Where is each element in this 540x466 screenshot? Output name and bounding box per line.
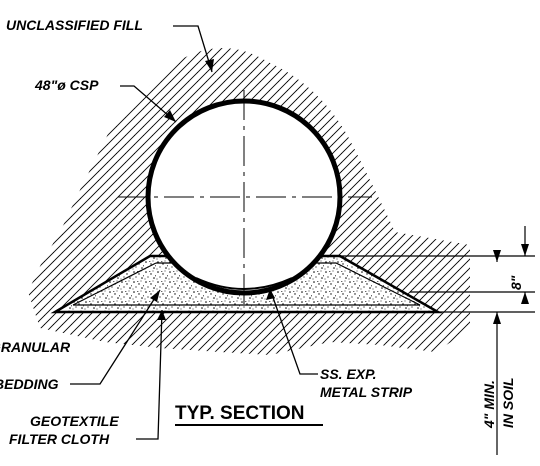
label-geotextile-1: GEOTEXTILE: [30, 413, 119, 429]
dimension-arrowheads: [493, 244, 529, 324]
leader-lines: [70, 25, 318, 440]
dimension-lines: [340, 226, 535, 455]
section-title: TYP. SECTION: [175, 403, 305, 424]
label-granular-bedding-2: BEDDING: [0, 376, 59, 392]
dim-min-embed-2: IN SOIL: [500, 377, 516, 428]
label-pipe: 48"ø CSP: [34, 77, 99, 93]
leader-arrowheads: [150, 59, 275, 320]
pipe-centerlines: [118, 90, 372, 305]
dim-bedding-depth: 8": [508, 275, 524, 290]
dim-min-embed-1: 4" MIN.: [481, 380, 497, 429]
label-geotextile-2: FILTER CLOTH: [9, 431, 110, 447]
label-metal-strip-1: SS. EXP.: [320, 366, 377, 382]
label-granular-bedding-1: GRANULAR: [0, 339, 71, 355]
label-metal-strip-2: METAL STRIP: [320, 384, 413, 400]
label-unclassified-fill: UNCLASSIFIED FILL: [6, 17, 143, 33]
